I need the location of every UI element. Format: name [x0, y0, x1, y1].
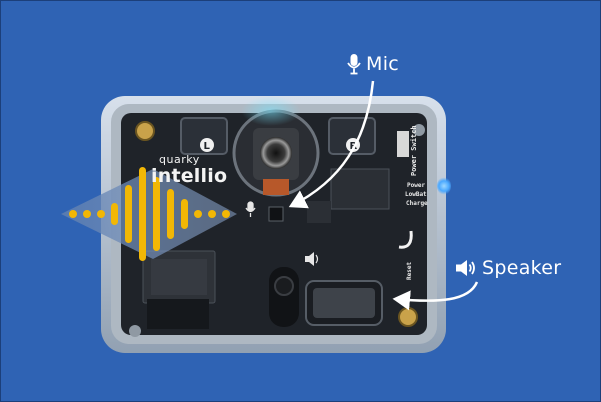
- wave-dot: [69, 210, 77, 218]
- wave-dot: [97, 210, 105, 218]
- sound-wave: [69, 167, 230, 261]
- wave-dot: [83, 210, 91, 218]
- wave-dot: [222, 210, 230, 218]
- buzzer-knob: [274, 276, 294, 296]
- wave-bar: [153, 177, 160, 251]
- screw-bottom-left: [129, 325, 141, 337]
- ic-chip-right: [330, 168, 390, 210]
- power-switch: [397, 131, 409, 157]
- status-led: [437, 177, 451, 195]
- power-label: Power: [407, 182, 426, 189]
- screw-bottom-right: [398, 307, 418, 327]
- side-connector: [147, 299, 209, 329]
- left-sensor-mount: [180, 117, 228, 155]
- wave-dot: [194, 210, 202, 218]
- speaker-arrow: [392, 281, 479, 311]
- speaker-mesh: [313, 288, 375, 318]
- left-marker-badge: [200, 138, 214, 152]
- mcu-shield: [151, 259, 207, 295]
- wave-dot: [208, 210, 216, 218]
- wave-bar: [139, 167, 146, 261]
- low-battery-label: LowBat: [405, 191, 427, 198]
- board-mic-icon: [245, 201, 256, 217]
- wave-bar: [181, 199, 188, 229]
- brand-large-text: intellio: [151, 165, 228, 187]
- camera-flex-cable: [263, 179, 289, 195]
- mic-label: Mic: [366, 53, 400, 75]
- power-switch-label: Power Switch: [410, 125, 418, 176]
- screw-top-right: [413, 124, 425, 136]
- speaker-label: Speaker: [482, 257, 562, 279]
- screw-top-left: [135, 121, 155, 141]
- brand-small-text: quarky: [159, 153, 200, 166]
- mic-module: [268, 206, 284, 222]
- ic-chip-small: [307, 201, 331, 223]
- charge-label: Charge: [406, 200, 428, 207]
- reset-label: Reset: [406, 261, 413, 280]
- microphone-icon: [347, 54, 361, 75]
- wave-bar: [111, 203, 118, 225]
- cable-hook: [398, 230, 413, 249]
- camera-lens: [260, 137, 292, 169]
- wave-bar: [125, 185, 132, 243]
- camera-glow: [241, 96, 301, 126]
- mic-callout: Mic: [347, 53, 399, 75]
- wave-bar: [167, 189, 174, 239]
- board-speaker-icon: [305, 252, 319, 266]
- left-marker-text: L: [204, 141, 211, 152]
- sound-cone: [61, 169, 237, 259]
- speaker-icon: [456, 260, 475, 276]
- speaker-callout: Speaker: [455, 257, 561, 279]
- mic-arrow: [288, 80, 375, 209]
